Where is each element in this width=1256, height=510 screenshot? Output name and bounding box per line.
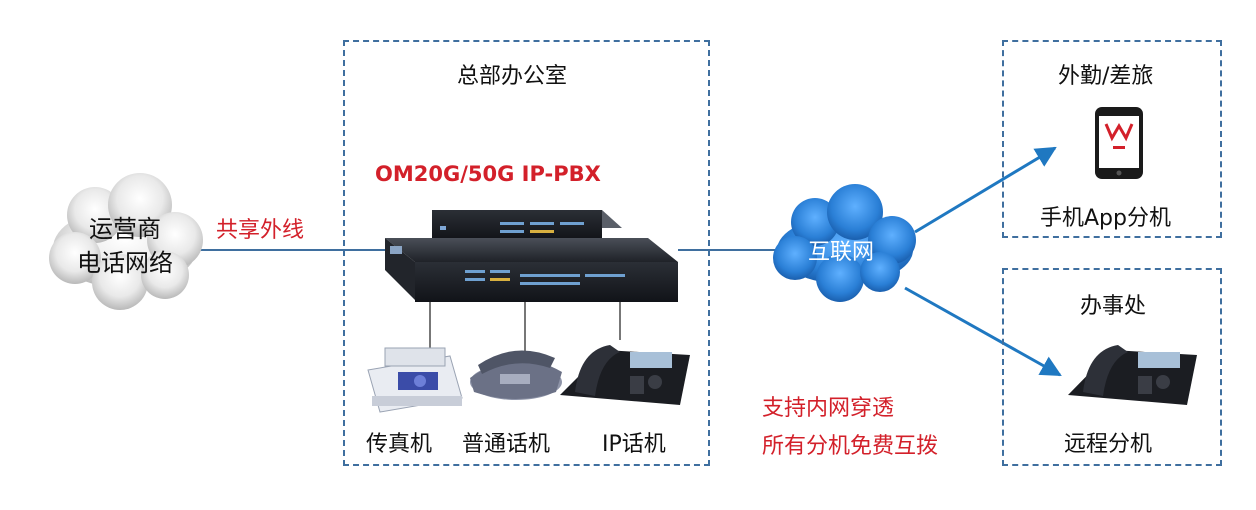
branch-title: 办事处 xyxy=(1080,294,1147,319)
remote-ip-phone-icon xyxy=(1068,345,1197,405)
internet-label: 互联网 xyxy=(808,240,875,265)
hq-office-title: 总部办公室 xyxy=(457,64,568,89)
trunk-label: 共享外线 xyxy=(216,218,305,243)
pstn-cloud-label: 运营商 电话网络 xyxy=(60,212,190,280)
branch-caption: 远程分机 xyxy=(1064,432,1153,457)
pstn-line-1: 运营商 xyxy=(89,215,161,243)
mobile-box xyxy=(1002,40,1222,238)
branch-box xyxy=(1002,268,1222,466)
arrow-to-mobile xyxy=(914,146,1057,234)
arrow-to-branch xyxy=(904,286,1062,377)
analog-phone-icon xyxy=(470,350,562,400)
fax-label: 传真机 xyxy=(366,432,433,457)
ip-phone-icon xyxy=(560,345,690,405)
fax-machine-icon xyxy=(367,347,463,413)
pstn-cloud-icon xyxy=(49,173,203,310)
feature-line-2: 所有分机免费互拨 xyxy=(762,434,939,459)
analog-phone-label: 普通话机 xyxy=(462,432,551,457)
feature-line-1: 支持内网穿透 xyxy=(762,396,895,421)
hq-office-box xyxy=(343,40,710,466)
internet-cloud-icon xyxy=(773,184,916,302)
mobile-title: 外勤/差旅 xyxy=(1058,64,1154,89)
ip-phone-label: IP话机 xyxy=(602,432,666,457)
pstn-line-2: 电话网络 xyxy=(77,249,173,277)
mobile-caption: 手机App分机 xyxy=(1040,206,1171,231)
pbx-device-icon xyxy=(385,210,678,302)
mobile-phone-icon xyxy=(1095,107,1143,179)
pbx-model-label: OM20G/50G IP-PBX xyxy=(375,162,601,186)
